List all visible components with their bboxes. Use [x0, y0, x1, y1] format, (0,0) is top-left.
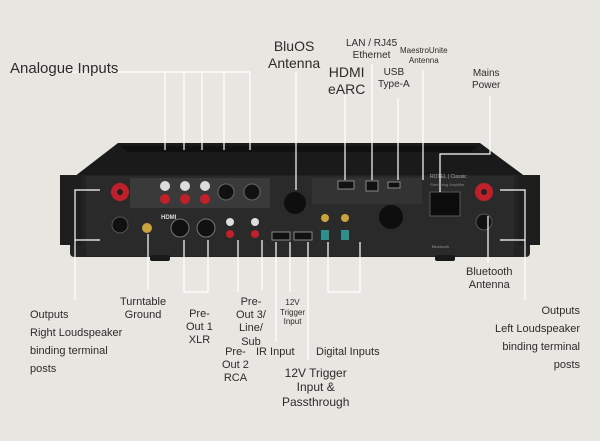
preout-rca — [226, 218, 259, 238]
digital-input-ports — [321, 214, 349, 240]
label-analogue-inputs: Analogue Inputs — [10, 60, 119, 77]
label-preout3-line-sub: Pre-Out 3/ Line/Sub — [236, 296, 266, 348]
right-speaker-terminals — [111, 183, 129, 234]
lan-port — [365, 180, 379, 192]
usb-port — [387, 181, 401, 189]
mains-socket — [429, 191, 461, 217]
hdmi-logo: HDMI — [161, 215, 177, 221]
preout-xlr — [170, 218, 216, 238]
brand-marking: ROTEL | Classic — [430, 174, 467, 180]
analogue-input-jacks — [160, 181, 261, 204]
label-ir-input: IR Input — [256, 346, 295, 358]
ir-input-port — [271, 231, 291, 241]
bluetooth-marking: Bluetooth — [432, 244, 449, 249]
amplifier-body — [60, 143, 540, 261]
maestrounite-antenna-port — [379, 205, 403, 229]
leader-lines — [55, 64, 526, 360]
trigger-ports — [293, 231, 313, 241]
hdmi-earc-port — [337, 180, 355, 190]
label-digital-inputs: Digital Inputs — [316, 346, 380, 358]
model-marking: Streaming Amplifier — [430, 182, 465, 187]
turntable-ground-post — [142, 223, 152, 233]
bluos-antenna-port — [284, 192, 306, 214]
